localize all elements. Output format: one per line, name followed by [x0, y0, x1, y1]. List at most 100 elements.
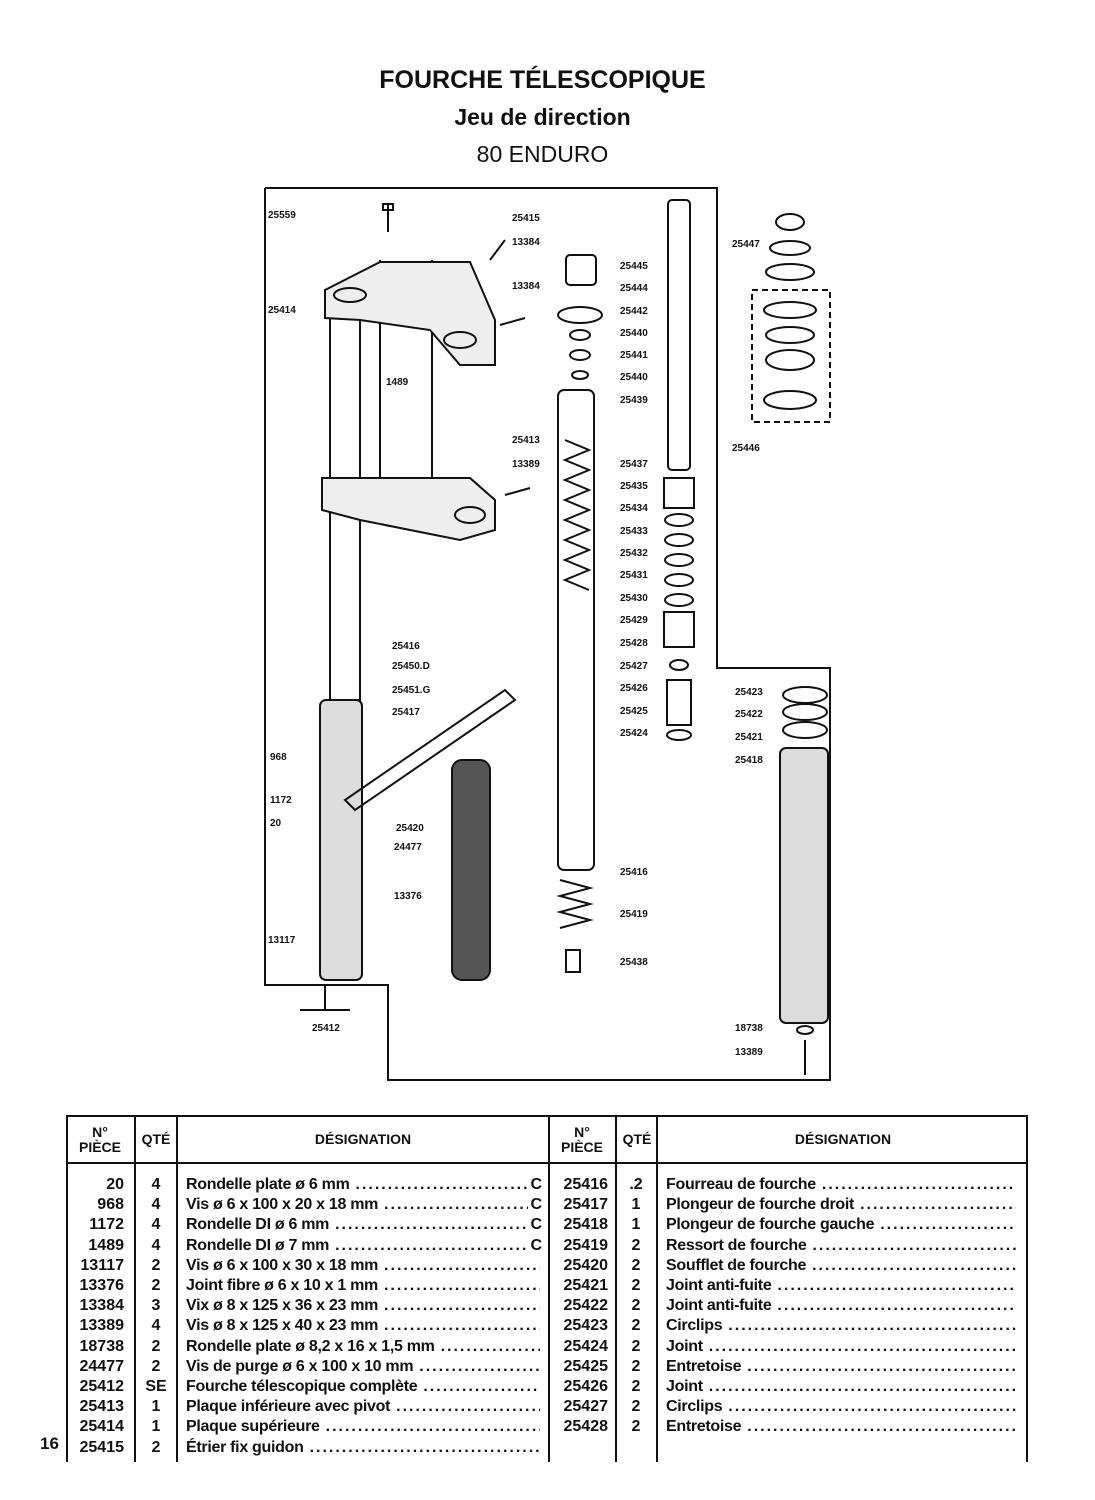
header-designation: DÉSIGNATION	[794, 1131, 892, 1147]
quantity: 1	[151, 1418, 161, 1436]
callout-label: 25444	[620, 283, 648, 294]
designation: Joint anti-fuite........................…	[666, 1277, 1016, 1294]
page-title: FOURCHE TÉLESCOPIQUE	[379, 66, 706, 94]
designation: Étrier fix guidon.......................…	[186, 1438, 540, 1456]
part-number: 25423	[563, 1317, 609, 1335]
part-number: 25417	[563, 1196, 609, 1214]
callout-label: 18738	[735, 1023, 763, 1034]
bottom-plate	[321, 477, 496, 542]
designation: Vis ø 6 x 100 x 30 x 18 mm..............…	[186, 1256, 540, 1274]
callout-label: 25430	[620, 593, 648, 604]
quantity: 4	[151, 1216, 161, 1234]
callout-label: 25421	[735, 732, 763, 743]
part-number: 25418	[563, 1216, 609, 1234]
callout-label: 25451.G	[392, 685, 431, 696]
damper-rod	[667, 199, 691, 471]
part-number: 25416	[563, 1176, 609, 1193]
callout-label: 25415	[512, 213, 540, 224]
quantity: 2	[631, 1256, 641, 1274]
callout-label: 25431	[620, 570, 648, 581]
designation: Vix ø 8 x 125 x 36 x 23 mm..............…	[186, 1297, 540, 1315]
quantity: 2	[151, 1357, 161, 1375]
quantity: 2	[631, 1297, 641, 1315]
part-number: 968	[97, 1196, 124, 1214]
callout-label: 25416	[620, 867, 648, 878]
designation: Plongeur de fourche droit...............…	[666, 1196, 1016, 1214]
quantity: 2	[631, 1236, 641, 1254]
part-number: 25427	[563, 1398, 609, 1416]
part-number: 25414	[79, 1418, 125, 1436]
callout-label: 25440	[620, 328, 648, 339]
callout-label: 25412	[312, 1023, 340, 1034]
designation: Plaque inférieure avec pivot............…	[186, 1398, 540, 1416]
part-number: 1489	[88, 1236, 124, 1254]
page-number: 16	[40, 1434, 59, 1453]
designation: Fourche télescopique complète...........…	[186, 1378, 540, 1395]
callout-label: 25429	[620, 615, 648, 626]
quantity: 2	[631, 1277, 641, 1294]
callout-label: 13389	[512, 459, 540, 470]
callout-label: 25440	[620, 372, 648, 383]
callout-label: 25418	[735, 755, 763, 766]
quantity: 2	[151, 1337, 161, 1355]
part-number: 25424	[563, 1337, 609, 1355]
quantity: 1	[631, 1216, 641, 1234]
designation: Vis de purge ø 6 x 100 x 10 mm..........…	[186, 1357, 540, 1375]
callout-label: 25446	[732, 443, 760, 454]
callout-label: 25425	[620, 706, 648, 717]
quantity: 2	[631, 1378, 641, 1395]
designation: Rondelle plate ø 6 mm...................…	[186, 1176, 542, 1193]
designation: Rondelle DI ø 6 mm......................…	[186, 1216, 542, 1234]
bearing-kit-box	[751, 289, 831, 423]
part-number: 20	[106, 1176, 124, 1193]
diagram-frame	[264, 187, 831, 1081]
quantity: 3	[151, 1297, 161, 1315]
designation: Entretoise..............................…	[666, 1418, 1016, 1436]
designation: Fourreau de fourche.....................…	[666, 1176, 1016, 1193]
quantity: SE	[145, 1378, 167, 1395]
part-number: 13384	[79, 1297, 125, 1315]
designation: Joint fibre ø 6 x 10 x 1 mm.............…	[186, 1277, 540, 1294]
callout-label: 25428	[620, 638, 648, 649]
callout-label: 25423	[735, 687, 763, 698]
designation: Rondelle DI ø 7 mm......................…	[186, 1236, 542, 1254]
part-number: 25425	[563, 1357, 609, 1375]
designation: Joint...................................…	[666, 1337, 1016, 1355]
part-number: 13389	[79, 1317, 125, 1335]
top-plate	[324, 261, 496, 366]
header-quantity: QTÉ	[622, 1131, 652, 1147]
quantity: 2	[631, 1337, 641, 1355]
callout-label: 25426	[620, 683, 648, 694]
quantity: 2	[631, 1317, 641, 1335]
callout-label: 25420	[396, 823, 424, 834]
table-row: 25424 2 Joint.............................…	[548, 1337, 1028, 1357]
callout-label: 25437	[620, 459, 648, 470]
designation: Circlips................................…	[666, 1317, 1016, 1335]
header-quantity: QTÉ	[141, 1131, 171, 1147]
designation: Entretoise..............................…	[666, 1357, 1016, 1375]
callout-label: 25416	[392, 641, 420, 652]
part-number: 1172	[89, 1216, 124, 1234]
part-number: 25428	[563, 1418, 609, 1436]
header-part-number: N°PIÈCE	[78, 1123, 121, 1155]
table-row: 13384 3 Vix ø 8 x 125 x 36 x 23 mm........…	[66, 1296, 548, 1316]
callout-label: 25427	[620, 661, 648, 672]
part-number: 25413	[79, 1398, 125, 1416]
